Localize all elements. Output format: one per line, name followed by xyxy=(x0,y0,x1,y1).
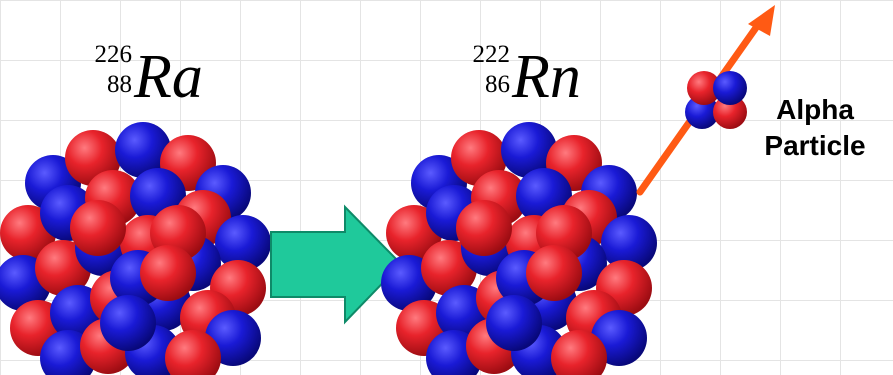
radon-mass-number: 222 xyxy=(472,41,511,68)
proton xyxy=(713,95,747,129)
proton xyxy=(140,245,196,301)
neutron xyxy=(501,122,557,178)
radon-atomic-number: 86 xyxy=(485,71,510,98)
neutron xyxy=(601,215,657,271)
alpha-label-line1: Alpha xyxy=(776,94,854,125)
neutron xyxy=(115,122,171,178)
neutron xyxy=(713,71,747,105)
proton xyxy=(551,330,607,375)
reaction-arrow xyxy=(270,204,403,325)
radium-nucleus xyxy=(0,122,271,375)
alpha-particle xyxy=(685,71,747,129)
proton xyxy=(70,200,126,256)
neutron xyxy=(100,295,156,351)
radium-mass-number: 226 xyxy=(94,41,133,68)
proton xyxy=(456,200,512,256)
proton xyxy=(165,330,221,375)
radon-symbol: Rn xyxy=(512,43,581,111)
neutron xyxy=(486,295,542,351)
radon-nucleus xyxy=(381,122,657,375)
radium-atomic-number: 88 xyxy=(107,71,132,98)
alpha-particle-label: Alpha Particle xyxy=(740,92,890,164)
radium-symbol: Ra xyxy=(134,43,203,111)
alpha-label-line2: Particle xyxy=(764,130,866,161)
neutron xyxy=(215,215,271,271)
proton xyxy=(526,245,582,301)
proton xyxy=(687,71,721,105)
